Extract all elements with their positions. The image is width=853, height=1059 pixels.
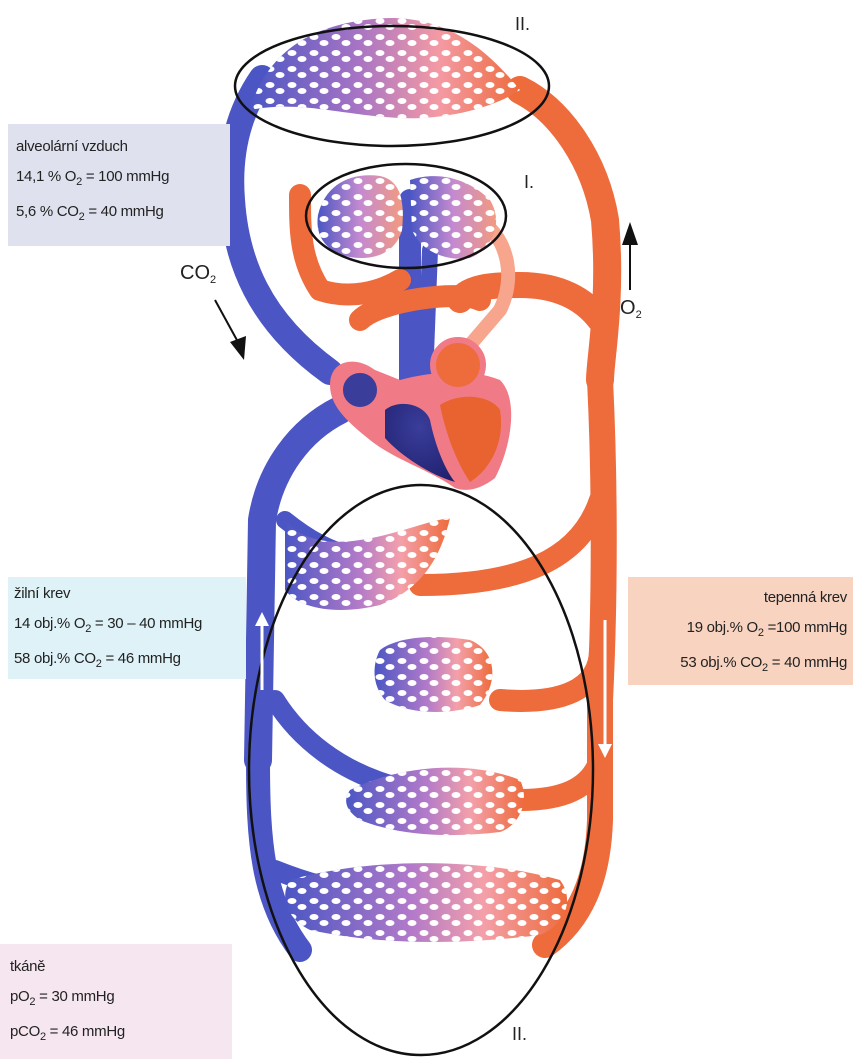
alveolar-air-box: alveolární vzduch 14,1 % O2 = 100 mmHg 5…: [8, 124, 230, 246]
arterial-blood-box: tepenná krev 19 obj.% O2 =100 mmHg 53 ob…: [628, 577, 853, 685]
capillary-bed-tissue-2: [375, 637, 493, 712]
circuit-label-bottom: II.: [512, 1024, 527, 1045]
o2-arrow: [622, 222, 638, 290]
tissue-title: tkáně: [10, 952, 232, 982]
heart-right-atrium: [340, 370, 380, 410]
venous-o2: 14 obj.% O2 = 30 – 40 mmHg: [14, 609, 246, 644]
arterial-title: tepenná krev: [628, 583, 847, 613]
venous-co2: 58 obj.% CO2 = 46 mmHg: [14, 644, 246, 679]
capillary-bed-top: [250, 18, 520, 118]
co2-arrow: [215, 300, 246, 360]
capillary-bed-tissue-4: [285, 863, 567, 942]
heart-left-atrium: [433, 340, 483, 390]
alveolar-title: alveolární vzduch: [16, 132, 230, 162]
o2-label: O2: [620, 297, 642, 321]
alveolar-o2: 14,1 % O2 = 100 mmHg: [16, 162, 230, 197]
tissue-pco2: pCO2 = 46 mmHg: [10, 1017, 232, 1052]
tissue-po2: pO2 = 30 mmHg: [10, 982, 232, 1017]
circuit-label-top: II.: [515, 14, 530, 35]
venous-title: žilní krev: [14, 579, 246, 609]
alveolar-co2: 5,6 % CO2 = 40 mmHg: [16, 197, 230, 232]
venous-blood-box: žilní krev 14 obj.% O2 = 30 – 40 mmHg 58…: [8, 577, 246, 679]
co2-label: CO2: [180, 262, 216, 286]
arterial-o2: 19 obj.% O2 =100 mmHg: [628, 613, 847, 648]
arterial-co2: 53 obj.% CO2 = 40 mmHg: [628, 648, 847, 683]
circuit-label-lung: I.: [524, 172, 534, 193]
tissue-box: tkáně pO2 = 30 mmHg pCO2 = 46 mmHg: [0, 944, 232, 1059]
